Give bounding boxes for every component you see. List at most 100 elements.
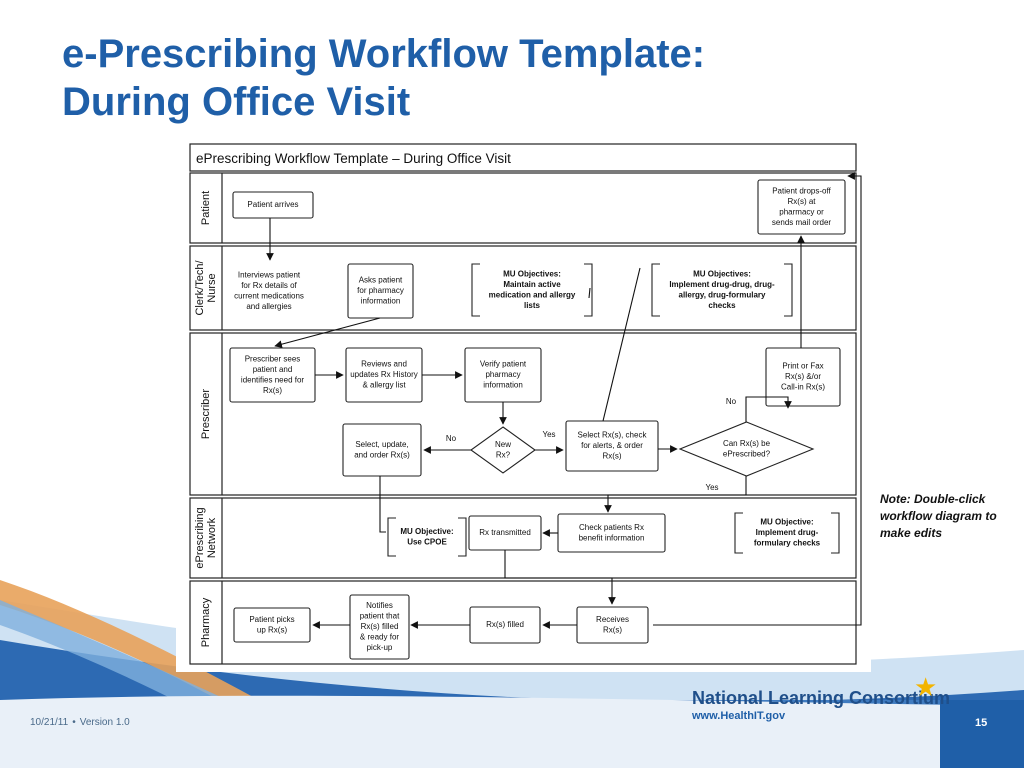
node-text: Prescriber sees	[245, 354, 301, 363]
node-text: checks	[708, 301, 736, 310]
node-text: Patient drops-off	[772, 186, 831, 195]
node-text: for alerts, & order	[581, 441, 643, 450]
flow-connector	[653, 172, 862, 626]
slide-title-line-1: e-Prescribing Workflow Template:	[62, 32, 706, 76]
node-text: New	[495, 440, 511, 449]
edge-label-no-left: No	[446, 434, 457, 443]
node-text: patient and	[253, 365, 293, 374]
node-mu-maintain[interactable]: MU Objectives:Maintain activemedication …	[471, 263, 593, 317]
node-text: Call-in Rx(s)	[781, 383, 825, 392]
node-text: Rx(s) filled	[486, 620, 524, 629]
node-text: Rx?	[496, 450, 511, 459]
node-text: MU Objectives:	[693, 269, 751, 278]
node-text: identifies need for	[241, 375, 304, 384]
node-text: Rx(s)	[603, 625, 622, 634]
node-interviews[interactable]: Interviews patient for Rx details ofcurre…	[234, 270, 304, 311]
node-text: Patient picks	[249, 615, 294, 624]
lane-label: Network	[206, 517, 218, 558]
node-text: Interviews patient	[238, 270, 301, 279]
star-icon: ★	[914, 672, 938, 702]
node-text: Rx(s) &/or	[785, 372, 821, 381]
edit-note: Note: Double-click workflow diagram to m…	[880, 492, 997, 540]
node-text: Check patients Rx	[579, 523, 644, 532]
node-mu-formulary[interactable]: MU Objective:Implement drug-formulary ch…	[734, 512, 840, 554]
node-text: Patient arrives	[247, 200, 298, 209]
org-url[interactable]: www.HealthIT.gov	[692, 710, 786, 722]
node-text: Can Rx(s) be	[723, 439, 771, 448]
node-rx-transmitted[interactable]: Rx transmitted	[468, 515, 542, 551]
edge-label-yes-top: Yes	[542, 430, 555, 439]
node-text: Rx(s) filled	[361, 622, 399, 631]
flow-connector	[274, 317, 381, 348]
node-text: MU Objectives:	[503, 269, 561, 278]
lane-label: Pharmacy	[200, 597, 212, 647]
node-text: and allergies	[246, 302, 291, 311]
node-text: and order Rx(s)	[354, 450, 410, 459]
node-text: information	[483, 381, 523, 390]
node-mu-cpoe[interactable]: MU Objective:Use CPOE	[387, 517, 467, 557]
lane-label: ePrescribing	[194, 507, 206, 568]
node-text: updates Rx History	[350, 370, 418, 379]
node-text: Reviews and	[361, 360, 407, 369]
node-text: pharmacy	[485, 370, 520, 379]
node-text: information	[361, 297, 401, 306]
diagram-title: ePrescribing Workflow Template – During …	[196, 151, 511, 166]
flow-connector	[588, 287, 591, 299]
node-text: patient that	[360, 612, 400, 621]
swimlane-clerk: Clerk/Tech/Nurse	[189, 245, 857, 331]
node-text: MU Objective:	[400, 527, 453, 536]
node-text: pharmacy or	[779, 207, 824, 216]
node-text: Maintain active	[503, 280, 561, 289]
node-text: formulary checks	[754, 539, 821, 548]
node-text: for pharmacy	[357, 286, 404, 295]
node-text: for Rx details of	[241, 281, 297, 290]
node-text: Implement drug-	[756, 528, 819, 537]
flow-connector	[504, 550, 616, 605]
node-text: Select Rx(s), check	[578, 431, 648, 440]
node-text: & ready for	[360, 633, 399, 642]
node-text: & allergy list	[362, 381, 406, 390]
lane-label: Prescriber	[200, 389, 212, 439]
node-text: Rx(s)	[263, 386, 282, 395]
node-text: current medications	[234, 291, 304, 300]
node-text: Select, update,	[355, 440, 408, 449]
node-text: Verify patient	[480, 360, 527, 369]
edge-label-yes-bottom: Yes	[705, 483, 718, 492]
node-text: Rx(s)	[602, 452, 621, 461]
node-text: ePrescribed?	[723, 449, 771, 458]
lane-label: Patient	[200, 191, 212, 225]
slide-title-line-2: During Office Visit	[62, 80, 411, 124]
node-text: Notifies	[366, 601, 393, 610]
node-text: MU Objective:	[760, 518, 813, 527]
node-text: pick-up	[367, 643, 393, 652]
node-text: sends mail order	[772, 218, 831, 227]
org-name: National Learning Consortium	[692, 688, 951, 708]
node-text: Print or Fax	[782, 362, 823, 371]
footer: 10/21/11•Version 1.0	[30, 717, 134, 728]
diagram-title-bar: ePrescribing Workflow Template – During …	[189, 143, 857, 172]
node-text: benefit information	[579, 533, 645, 542]
node-text: Rx(s) at	[788, 197, 817, 206]
node-text: Implement drug-drug, drug-	[669, 280, 775, 289]
flow-connector	[745, 396, 792, 422]
flow-connector	[602, 267, 641, 422]
node-rx-filled[interactable]: Rx(s) filled	[469, 606, 541, 644]
node-select-update[interactable]: Select, update,and order Rx(s)	[342, 423, 422, 477]
flow-connector	[604, 476, 747, 513]
node-mu-implement[interactable]: MU Objectives: Implement drug-drug, drug-…	[651, 263, 793, 317]
flow-connector	[379, 476, 386, 533]
node-patient-arrives[interactable]: Patient arrives	[232, 191, 314, 219]
